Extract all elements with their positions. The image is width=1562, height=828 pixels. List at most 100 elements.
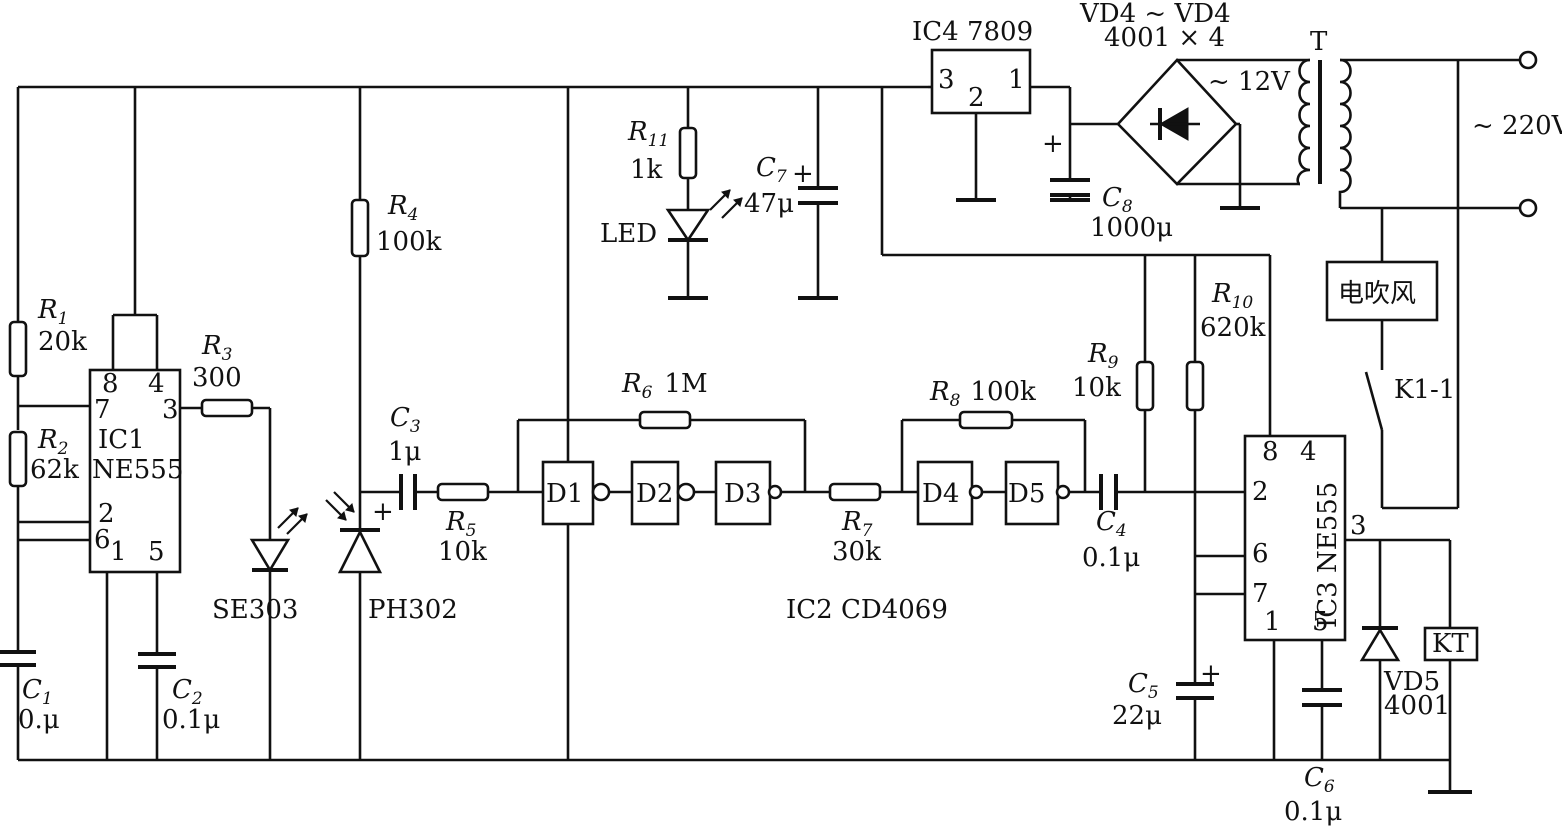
vd5-diode xyxy=(1359,626,1401,662)
capacitor-c7 xyxy=(798,186,838,205)
ic3-pin1: 1 xyxy=(1264,607,1281,637)
transformer-label: T xyxy=(1310,27,1328,57)
ph302-label: PH302 xyxy=(368,595,458,625)
c4-value: 0.1μ xyxy=(1082,543,1140,573)
ic1-pin3: 3 xyxy=(162,395,179,425)
c7-value: 47μ xyxy=(744,189,794,219)
ic4-body xyxy=(930,48,1032,115)
r7-label: R7 xyxy=(841,507,873,541)
ic3-pin3: 3 xyxy=(1350,511,1367,541)
c8-plus: + xyxy=(1042,129,1064,159)
c2-value: 0.1μ xyxy=(162,705,220,735)
c8-label: C8 xyxy=(1102,183,1133,217)
r2-label: R2 xyxy=(37,425,68,459)
r1-label: R1 xyxy=(37,295,68,329)
resistor-r6 xyxy=(638,410,692,430)
resistor-r2 xyxy=(8,430,28,488)
r9-value: 10k xyxy=(1072,373,1121,403)
hair-dryer-load xyxy=(1325,260,1439,322)
r7-value: 30k xyxy=(832,537,881,567)
capacitor-c2 xyxy=(138,652,176,669)
capacitor-c1 xyxy=(0,650,36,667)
vd5-label: VD5 xyxy=(1383,667,1440,697)
r3-label: R3 xyxy=(201,331,232,365)
r5-value: 10k xyxy=(438,537,487,567)
resistor-r9 xyxy=(1135,360,1155,412)
mains-terminal-bottom xyxy=(1518,198,1538,218)
c5-label: C5 xyxy=(1128,669,1159,703)
c3-plus: + xyxy=(372,497,394,527)
ic3-pin8: 8 xyxy=(1262,437,1279,467)
c5-value: 22μ xyxy=(1112,701,1162,731)
c6-value: 0.1μ xyxy=(1284,797,1342,827)
gate-d4-label: D4 xyxy=(922,479,959,509)
ic1-pin8: 8 xyxy=(102,369,119,399)
r9-label: R9 xyxy=(1087,339,1119,373)
ic1-part: NE555 xyxy=(92,455,183,485)
r5-label: R5 xyxy=(445,507,476,541)
inverter-gates xyxy=(541,460,1071,526)
c1-value: 0.μ xyxy=(18,705,60,735)
ic1-pin5: 5 xyxy=(148,537,165,567)
relay-coil-label: KT xyxy=(1432,629,1469,659)
ic3-pin7: 7 xyxy=(1252,579,1269,609)
c5-plus: + xyxy=(1200,659,1222,689)
mains-voltage-label: ~ 220V xyxy=(1472,111,1562,141)
capacitor-c3 xyxy=(399,474,417,510)
ic1-pin7: 7 xyxy=(94,395,111,425)
ic3-pin6: 6 xyxy=(1252,539,1269,569)
relay-coil-kt xyxy=(1423,626,1479,662)
bridge-rectifier xyxy=(1116,58,1238,186)
ic1-pin4: 4 xyxy=(148,369,165,399)
ic3-pin5: 5 xyxy=(1312,607,1329,637)
c6-label: C6 xyxy=(1304,763,1335,797)
gate-d3-label: D3 xyxy=(724,479,761,509)
ic2-label: IC2 CD4069 xyxy=(786,595,948,625)
r1-value: 20k xyxy=(38,327,87,357)
ic4-pin2: 2 xyxy=(968,83,985,113)
r10-label: R10 xyxy=(1211,279,1253,313)
ic1-pin6: 6 xyxy=(94,525,111,555)
hair-dryer-label: 电吹风 xyxy=(1338,279,1416,309)
ic1-name: IC1 xyxy=(98,425,145,455)
c2-label: C2 xyxy=(172,675,203,709)
resistors xyxy=(8,126,1205,502)
c4-label: C4 xyxy=(1096,507,1127,541)
vd5-value: 4001 xyxy=(1384,691,1450,721)
ic1-pin1: 1 xyxy=(110,537,127,567)
r10-value: 620k xyxy=(1200,313,1266,343)
capacitor-c4 xyxy=(1099,474,1118,510)
led-indicator xyxy=(665,189,743,243)
r11-value: 1k xyxy=(630,155,663,185)
gate-d3 xyxy=(714,460,772,526)
ic4-pin3: 3 xyxy=(938,65,955,95)
se303-ir-emitter xyxy=(249,507,308,573)
resistor-r8 xyxy=(958,410,1014,430)
resistor-r5 xyxy=(436,482,490,502)
capacitor-c6 xyxy=(1302,688,1342,707)
led-label: LED xyxy=(600,219,657,249)
resistor-r1 xyxy=(8,320,28,378)
resistor-r11 xyxy=(678,126,698,180)
resistor-r3 xyxy=(200,398,254,418)
r4-value: 100k xyxy=(376,227,442,257)
resistor-r10 xyxy=(1185,360,1205,412)
ic1-pin2: 2 xyxy=(98,499,115,529)
ic3-pin2: 2 xyxy=(1252,477,1269,507)
wires xyxy=(16,58,1520,794)
r2-value: 62k xyxy=(30,455,79,485)
bridge-title: VD4 ~ VD4 xyxy=(1079,0,1231,29)
ic3-pin4: 4 xyxy=(1300,437,1317,467)
gate-d5 xyxy=(1004,460,1060,526)
resistor-r7 xyxy=(828,482,882,502)
c3-value: 1μ xyxy=(388,437,421,467)
ic3-body xyxy=(1243,434,1347,642)
capacitor-c5 xyxy=(1176,682,1214,700)
resistor-r4 xyxy=(350,198,370,258)
c3-label: C3 xyxy=(390,403,421,437)
r11-label: R11 xyxy=(627,117,669,151)
gate-d4 xyxy=(916,460,974,526)
ic1-body xyxy=(88,368,182,574)
